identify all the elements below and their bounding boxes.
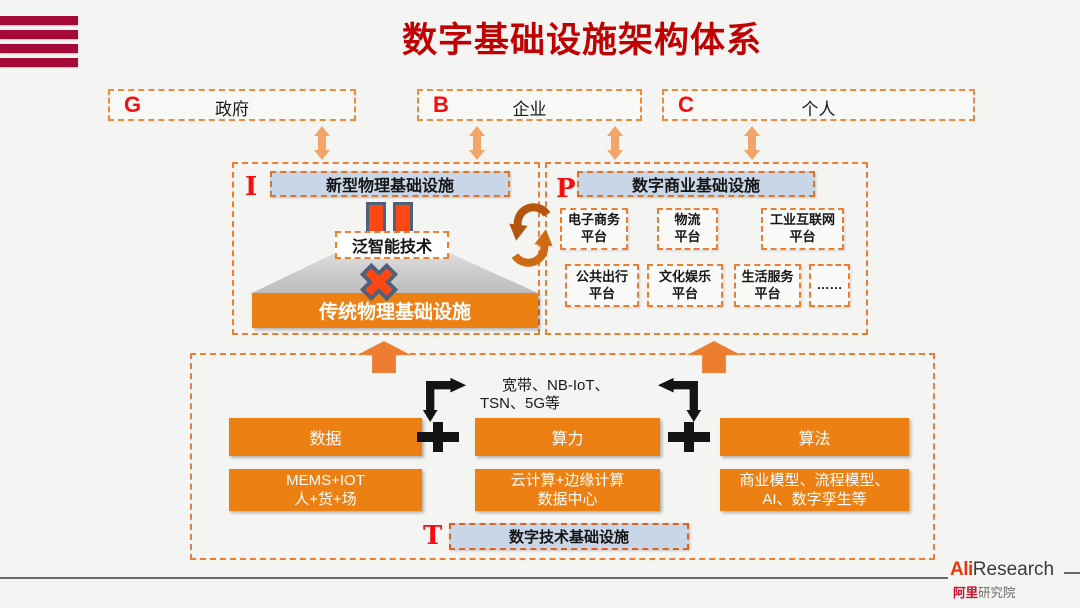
platform-box-industrial-internet: 工业互联网 平台 bbox=[761, 208, 844, 250]
physical-section: I 新型物理基础设施 泛智能技术 传统物理基础设施 bbox=[232, 162, 540, 335]
footer-divider-right bbox=[1064, 572, 1080, 574]
new-physical-header-label: 新型物理基础设施 bbox=[325, 178, 454, 195]
footer-divider bbox=[0, 577, 948, 579]
government-label: 政府 bbox=[215, 100, 249, 119]
physical-section-letter: I bbox=[245, 172, 258, 202]
technology-footer-box: 数字技术基础设施 bbox=[449, 523, 689, 550]
brand-cn-bold: 阿里 bbox=[953, 586, 979, 600]
business-letter: B bbox=[433, 92, 449, 117]
aliresearch-logo: AliResearch 阿里研究院 bbox=[950, 560, 1075, 601]
government-box: G 政府 bbox=[108, 89, 356, 121]
technology-footer-label: 数字技术基础设施 bbox=[508, 529, 629, 546]
consumer-letter: C bbox=[678, 92, 694, 117]
algorithm-box-label: 算法 bbox=[798, 431, 831, 448]
platform-label: 平台 bbox=[588, 285, 615, 301]
government-letter: G bbox=[124, 92, 142, 117]
data-detail-line: MEMS+IOT bbox=[286, 471, 365, 489]
pan-intelligence-box: 泛智能技术 bbox=[335, 231, 449, 259]
platform-box-life-services: 生活服务 平台 bbox=[734, 264, 801, 307]
commerce-section: P 数字商业基础设施 电子商务 平台 物流 平台 工业互联网 平台 公共出行 平… bbox=[545, 162, 868, 335]
commerce-header: 数字商业基础设施 bbox=[577, 171, 815, 197]
platform-label: 平台 bbox=[789, 229, 816, 244]
commerce-section-letter: P bbox=[556, 174, 576, 204]
platform-label: 平台 bbox=[674, 229, 701, 244]
data-detail-box: MEMS+IOT 人+货+场 bbox=[229, 469, 422, 511]
platform-label: 电子商务 bbox=[567, 212, 620, 228]
algorithm-box: 算法 bbox=[720, 418, 909, 456]
stripe bbox=[0, 16, 78, 25]
traditional-physical-box: 传统物理基础设施 bbox=[252, 293, 538, 328]
consumer-box: C 个人 bbox=[662, 89, 975, 121]
commerce-header-label: 数字商业基础设施 bbox=[631, 178, 760, 195]
data-box-label: 数据 bbox=[309, 431, 342, 448]
updown-arrow-icon bbox=[607, 126, 623, 160]
algorithm-detail-line: 商业模型、流程模型、 bbox=[739, 471, 890, 489]
platform-label: …… bbox=[816, 277, 843, 293]
platform-label: 公共出行 bbox=[575, 268, 628, 284]
computing-detail-line: 云计算+边缘计算 bbox=[510, 471, 625, 489]
data-detail-line: 人+货+场 bbox=[294, 491, 357, 508]
business-box: B 企业 bbox=[417, 89, 642, 121]
platform-label: 平台 bbox=[754, 285, 781, 301]
pause-bar bbox=[393, 202, 413, 234]
computing-box-label: 算力 bbox=[551, 431, 584, 448]
algorithm-detail-box: 商业模型、流程模型、 AI、数字孪生等 bbox=[720, 469, 909, 511]
new-physical-header: 新型物理基础设施 bbox=[270, 171, 510, 197]
data-box: 数据 bbox=[229, 418, 422, 456]
computing-detail-line: 数据中心 bbox=[537, 491, 598, 508]
platform-label: 平台 bbox=[671, 285, 698, 301]
platform-box-logistics: 物流 平台 bbox=[657, 208, 718, 250]
network-note-line1: 宽带、NB-IoT、 bbox=[502, 377, 610, 394]
platform-box-ellipsis: …… bbox=[809, 264, 850, 307]
computing-box: 算力 bbox=[475, 418, 660, 456]
plus-icon bbox=[417, 422, 459, 452]
platform-label: 平台 bbox=[580, 229, 607, 244]
brand-en-rest: Research bbox=[972, 559, 1055, 580]
updown-arrow-icon bbox=[314, 126, 330, 160]
plus-icon bbox=[668, 422, 710, 452]
platform-label: 工业互联网 bbox=[769, 212, 835, 228]
platform-label: 文化娱乐 bbox=[658, 268, 711, 284]
algorithm-detail-line: AI、数字孪生等 bbox=[762, 491, 867, 508]
platform-box-public-transit: 公共出行 平台 bbox=[565, 264, 639, 307]
updown-arrow-icon bbox=[469, 126, 485, 160]
technology-section: 宽带、NB-IoT、 TSN、5G等 数据 算力 算法 MEMS+IOT 人+货… bbox=[190, 353, 935, 560]
brand-en-bold: Ali bbox=[950, 559, 973, 580]
stripes-logo bbox=[0, 16, 78, 72]
stripe bbox=[0, 30, 78, 39]
stripe bbox=[0, 58, 78, 67]
network-note: 宽带、NB-IoT、 TSN、5G等 bbox=[480, 377, 660, 414]
computing-detail-box: 云计算+边缘计算 数据中心 bbox=[475, 469, 660, 511]
business-label: 企业 bbox=[512, 100, 547, 119]
network-note-line2: TSN、5G等 bbox=[480, 395, 561, 413]
pause-icon bbox=[366, 202, 413, 234]
multiply-icon bbox=[359, 262, 399, 302]
exchange-arrow-icon bbox=[422, 377, 467, 422]
page-title: 数字基础设施架构体系 bbox=[401, 21, 762, 60]
cycle-icon bbox=[509, 203, 553, 267]
consumer-label: 个人 bbox=[801, 100, 836, 119]
platform-label: 生活服务 bbox=[741, 268, 794, 284]
brand-cn-rest: 研究院 bbox=[978, 586, 1016, 600]
technology-section-letter: T bbox=[423, 521, 443, 551]
platform-box-culture-entertainment: 文化娱乐 平台 bbox=[647, 264, 723, 307]
stripe bbox=[0, 44, 78, 53]
pause-bar bbox=[366, 202, 386, 234]
platform-label: 物流 bbox=[674, 212, 701, 228]
exchange-arrow-icon bbox=[657, 377, 702, 422]
traditional-physical-label: 传统物理基础设施 bbox=[318, 302, 471, 323]
pan-intelligence-label: 泛智能技术 bbox=[351, 239, 432, 256]
updown-arrow-icon bbox=[744, 126, 760, 160]
platform-box-ecommerce: 电子商务 平台 bbox=[560, 208, 628, 250]
